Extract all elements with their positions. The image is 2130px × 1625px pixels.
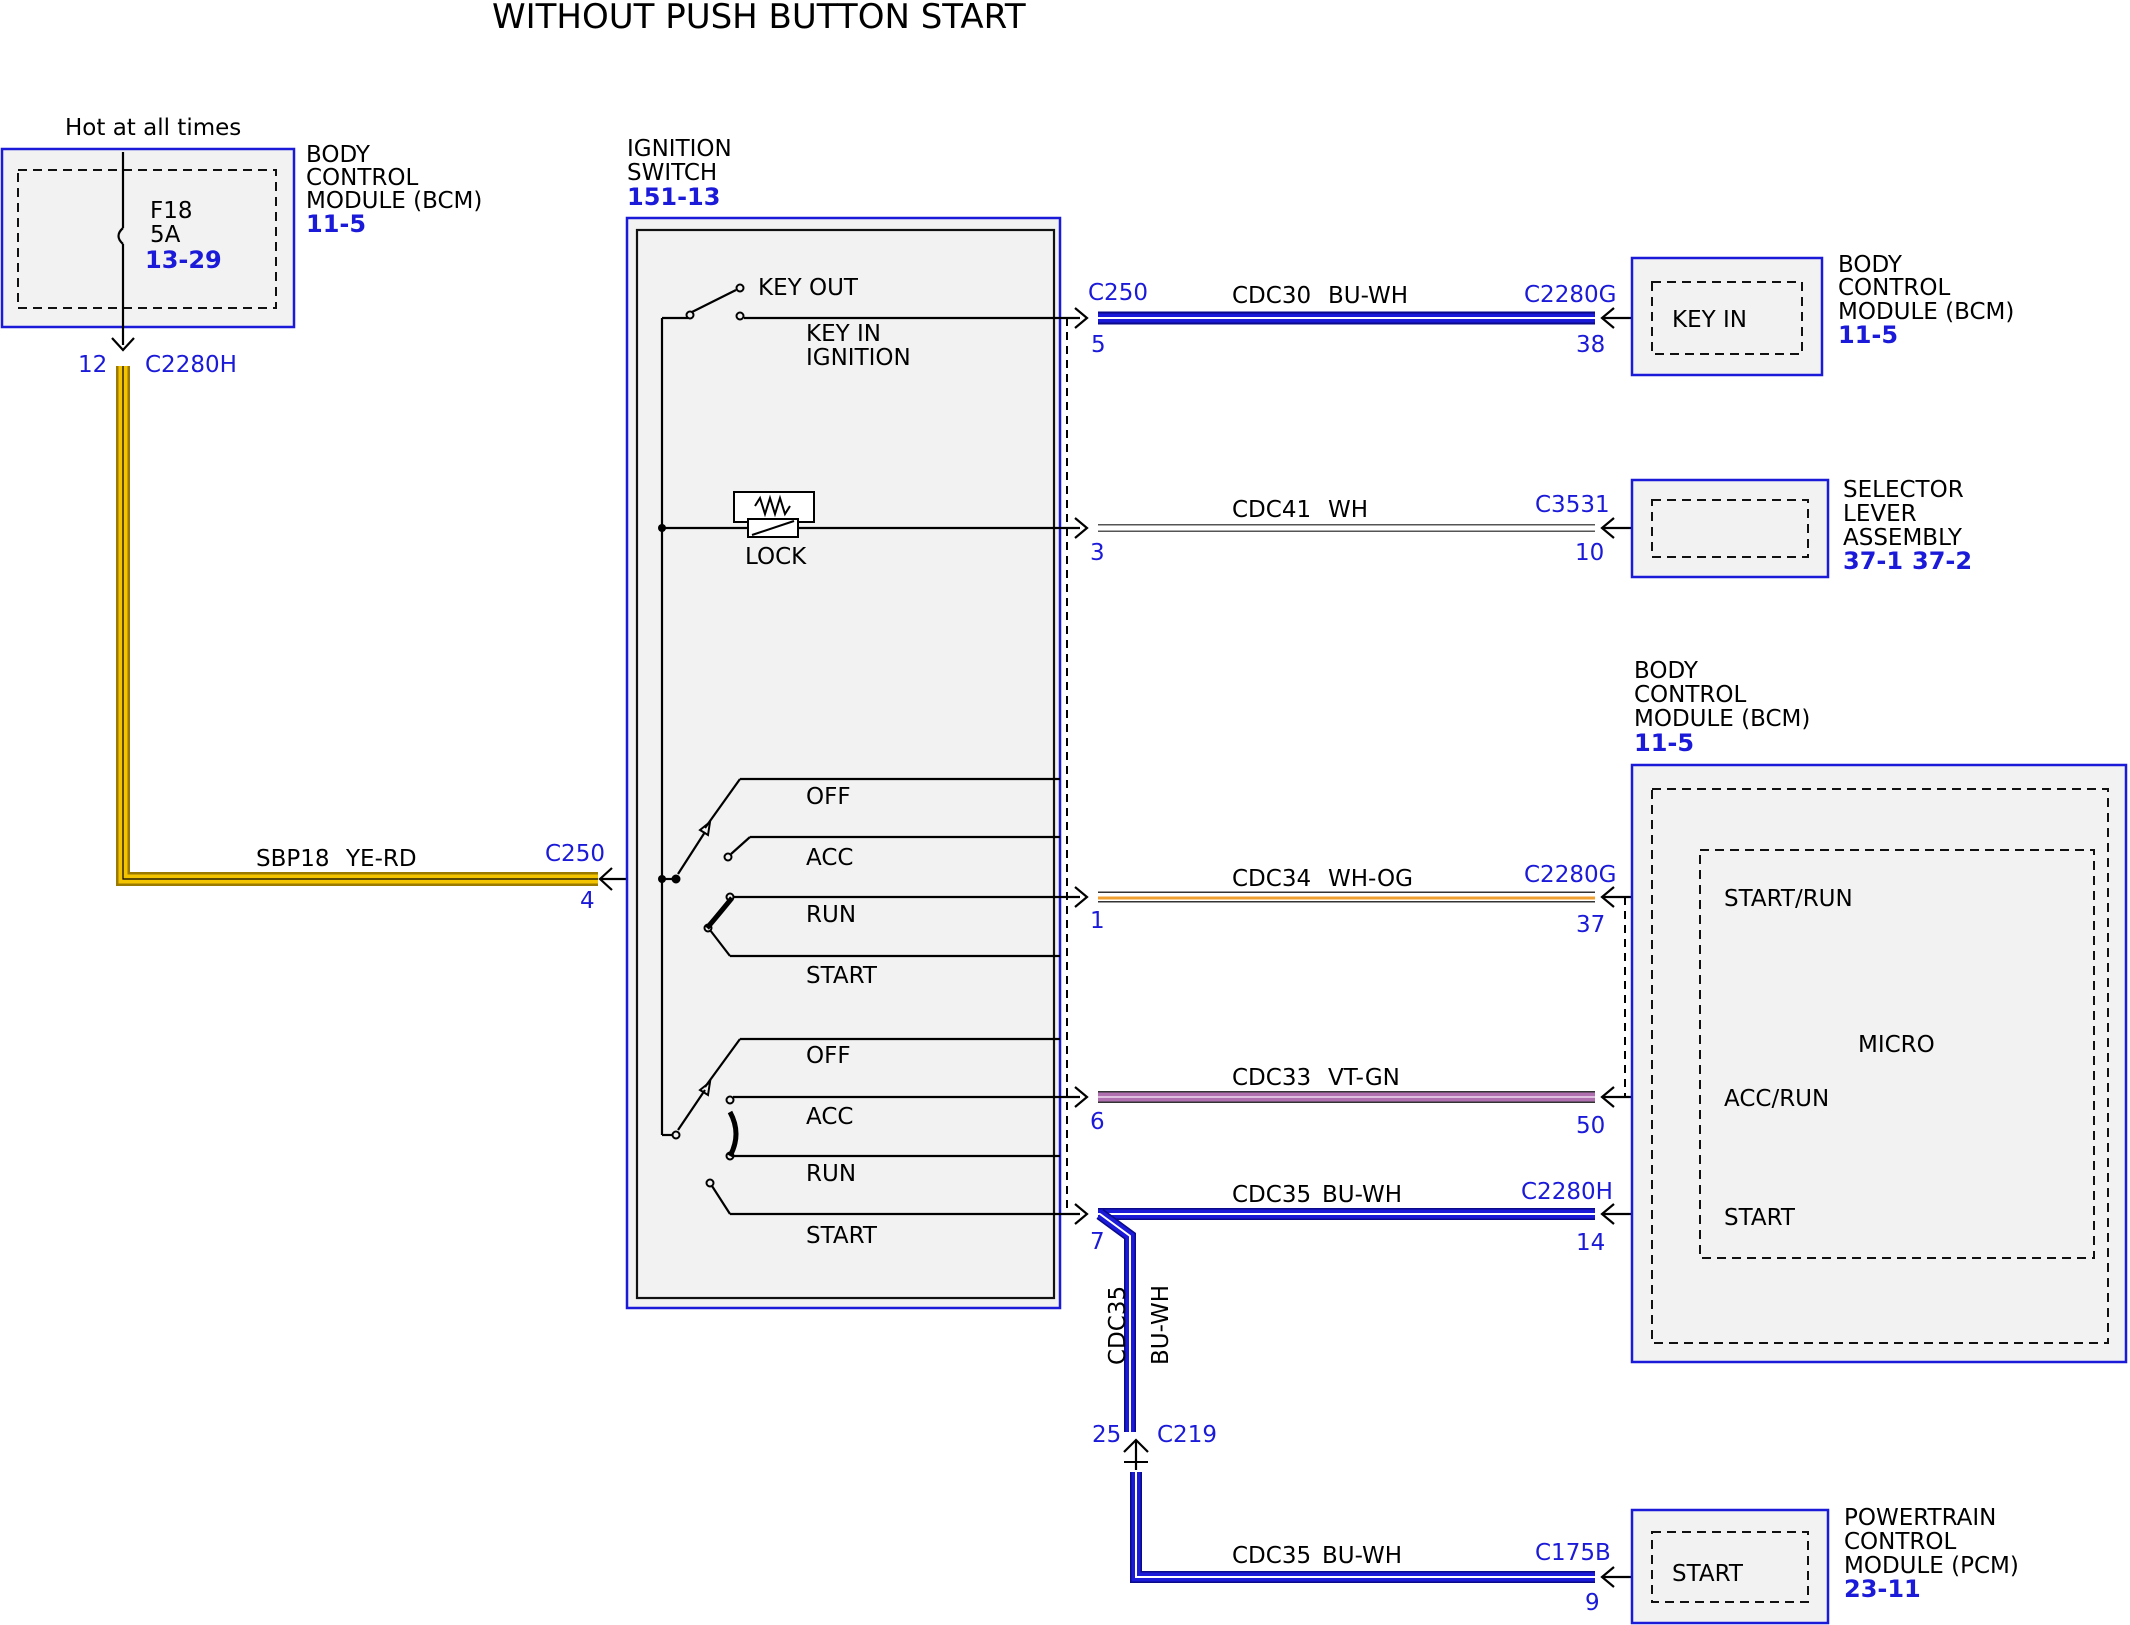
pin-5: 5 [1091,332,1106,358]
fuse-ref: 13-29 [145,246,222,274]
set1-off: OFF [806,784,851,810]
bcm-top-label-2: CONTROL [306,165,419,191]
conn-c2280h-top: C2280H [145,352,237,378]
wire-sbp18-circuit: SBP18 [256,846,330,872]
wire-cdc34-circuit: CDC34 [1232,866,1311,892]
selector-ref-1: 37-1 [1843,547,1903,575]
pin-12: 12 [78,352,107,378]
selector-label-2: LEVER [1843,501,1917,527]
wire-cdc35-color: BU-WH [1322,1182,1402,1208]
pcm-label-2: CONTROL [1844,1529,1957,1555]
wire-cdc33-color: VT-GN [1328,1065,1400,1091]
wire-cdc35-vert-circuit: CDC35 [1105,1286,1131,1365]
bcm-pin-acc-run: ACC/RUN [1724,1086,1829,1112]
pcm-box [1630,1508,1830,1625]
bcm-micro: MICRO [1858,1032,1935,1058]
bcm-top-label-3: MODULE (BCM) [306,188,482,214]
set2-start: START [806,1223,878,1249]
pin-38: 38 [1576,332,1605,358]
pin-4: 4 [580,888,595,914]
bcm-main-label-1: BODY [1634,658,1699,684]
pin-7: 7 [1090,1229,1105,1255]
conn-c2280g-1: C2280G [1524,282,1616,308]
bcm-pin-start-run: START/RUN [1724,886,1853,912]
label-ignition: IGNITION [806,345,911,371]
set2-off: OFF [806,1043,851,1069]
conn-c250-left: C250 [545,841,605,867]
bcm-main-label-3: MODULE (BCM) [1634,706,1810,732]
label-lock: LOCK [745,544,807,570]
conn-c2280h-right: C2280H [1521,1179,1613,1205]
wire-cdc41-circuit: CDC41 [1232,497,1311,523]
ign-switch-label-1: IGNITION [627,136,732,162]
label-key-out: KEY OUT [758,275,859,301]
bcm-top-ref: 11-5 [306,210,366,238]
set1-run: RUN [806,902,856,928]
pin-50: 50 [1576,1113,1605,1139]
bcm-main-ref: 11-5 [1634,729,1694,757]
wire-cdc30-color: BU-WH [1328,283,1408,309]
wire-cdc30-circuit: CDC30 [1232,283,1311,309]
wire-cdc41-color: WH [1328,497,1368,523]
ign-switch-label-2: SWITCH [627,160,717,186]
bcm-main-label-2: CONTROL [1634,682,1747,708]
set2-run: RUN [806,1161,856,1187]
pin-10: 10 [1575,540,1604,566]
pcm-label-1: POWERTRAIN [1844,1505,1996,1531]
pcm-ref: 23-11 [1844,1575,1921,1603]
fuse-symbol [117,227,124,245]
ign-switch-ref: 151-13 [627,183,720,211]
bcm-keyin-inner: KEY IN [1672,307,1747,333]
wire-cdc35-branch [1096,1209,1595,1583]
pin-37: 37 [1576,912,1605,938]
bcm-keyin-label-2: CONTROL [1838,275,1951,301]
selector-ref-2: 37-2 [1912,547,1972,575]
conn-c175b: C175B [1535,1540,1611,1566]
conn-c2280g-2: C2280G [1524,862,1616,888]
bcm-keyin-box [1630,256,1824,377]
conn-c219: C219 [1157,1422,1217,1448]
diagram-title: WITHOUT PUSH BUTTON START [492,0,1026,37]
bcm-top-inner [17,169,277,309]
selector-label-1: SELECTOR [1843,477,1964,503]
wire-cdc33-circuit: CDC33 [1232,1065,1311,1091]
bcm-pin-start: START [1724,1205,1796,1231]
set1-start: START [806,963,878,989]
conn-c3531: C3531 [1535,492,1610,518]
ign-switch-box [625,216,1062,1310]
bcm-main-box [1630,763,2128,1364]
pin-25: 25 [1092,1422,1121,1448]
set1-acc: ACC [806,845,853,871]
fuse-name: F18 [150,198,193,224]
conn-c250-right: C250 [1088,280,1148,306]
bcm-keyin-label-3: MODULE (BCM) [1838,299,2014,325]
selector-box [1630,478,1830,579]
bcm-keyin-label-1: BODY [1838,252,1903,278]
bcm-top-box [0,147,296,329]
wire-cdc35-pcm-circuit: CDC35 [1232,1543,1311,1569]
power-label: Hot at all times [65,115,241,141]
pcm-inner: START [1672,1561,1744,1587]
wire-cdc35-vert-color: BU-WH [1148,1285,1174,1365]
wire-cdc34-color: WH-OG [1328,866,1413,892]
wire-cdc34 [1098,891,1595,903]
pin-1: 1 [1090,908,1105,934]
pcm-label-3: MODULE (PCM) [1844,1553,2019,1579]
lock-solenoid [733,491,815,523]
pin-6: 6 [1090,1109,1105,1135]
pin-9: 9 [1585,1590,1600,1616]
pin-3: 3 [1090,540,1105,566]
wire-cdc35-pcm-color: BU-WH [1322,1543,1402,1569]
fuse-rating: 5A [150,222,181,248]
set2-acc: ACC [806,1104,853,1130]
bcm-top-label-1: BODY [306,142,371,168]
label-key-in: KEY IN [806,321,881,347]
selector-label-3: ASSEMBLY [1843,525,1963,551]
wire-sbp18-color: YE-RD [345,846,417,872]
wire-sbp18 [116,366,598,886]
bcm-keyin-ref: 11-5 [1838,321,1898,349]
pin-14: 14 [1576,1230,1605,1256]
wire-cdc35-circuit: CDC35 [1232,1182,1311,1208]
